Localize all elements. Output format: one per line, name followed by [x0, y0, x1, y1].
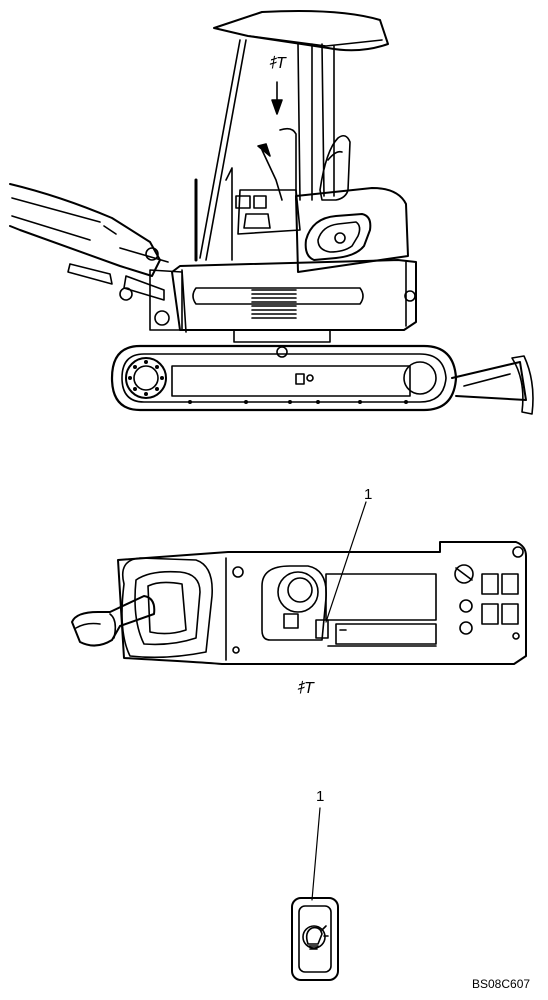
boom	[9, 183, 161, 277]
crawler-track	[110, 344, 458, 412]
sprocket	[125, 357, 167, 399]
boom-cylinder	[123, 275, 165, 301]
view-arrow-head	[271, 99, 283, 115]
console-illustration	[71, 501, 527, 665]
callout-leader-bottom	[311, 807, 321, 901]
canopy-post-rear	[297, 43, 301, 201]
indicator-switch	[283, 613, 299, 629]
drawing-code: BS08C607	[472, 977, 531, 991]
switch-cover	[291, 897, 339, 981]
key-switch	[454, 564, 474, 584]
joystick-housing	[121, 557, 213, 659]
excavator-illustration	[9, 10, 534, 415]
light-bulb-icon	[305, 926, 323, 950]
view-label-top: ｷT	[268, 55, 286, 72]
operator-seat	[319, 134, 351, 201]
upper-body	[171, 259, 417, 331]
throttle-socket	[261, 565, 327, 641]
switch-cover-illustration	[291, 807, 339, 981]
canopy-post-front	[205, 39, 247, 261]
dozer-blade	[451, 361, 527, 401]
view-label-mid: ｷT	[296, 680, 314, 697]
engine-grille	[251, 289, 297, 319]
callout-number-bottom: 1	[316, 788, 325, 805]
hood-light	[304, 213, 372, 261]
joystick-grip	[71, 595, 156, 647]
console-body	[117, 541, 527, 665]
canopy-roof	[213, 10, 389, 52]
callout-number-mid: 1	[364, 486, 373, 503]
engine-hood	[295, 187, 409, 273]
callout-leader-mid	[325, 501, 367, 623]
console-display	[325, 573, 437, 621]
